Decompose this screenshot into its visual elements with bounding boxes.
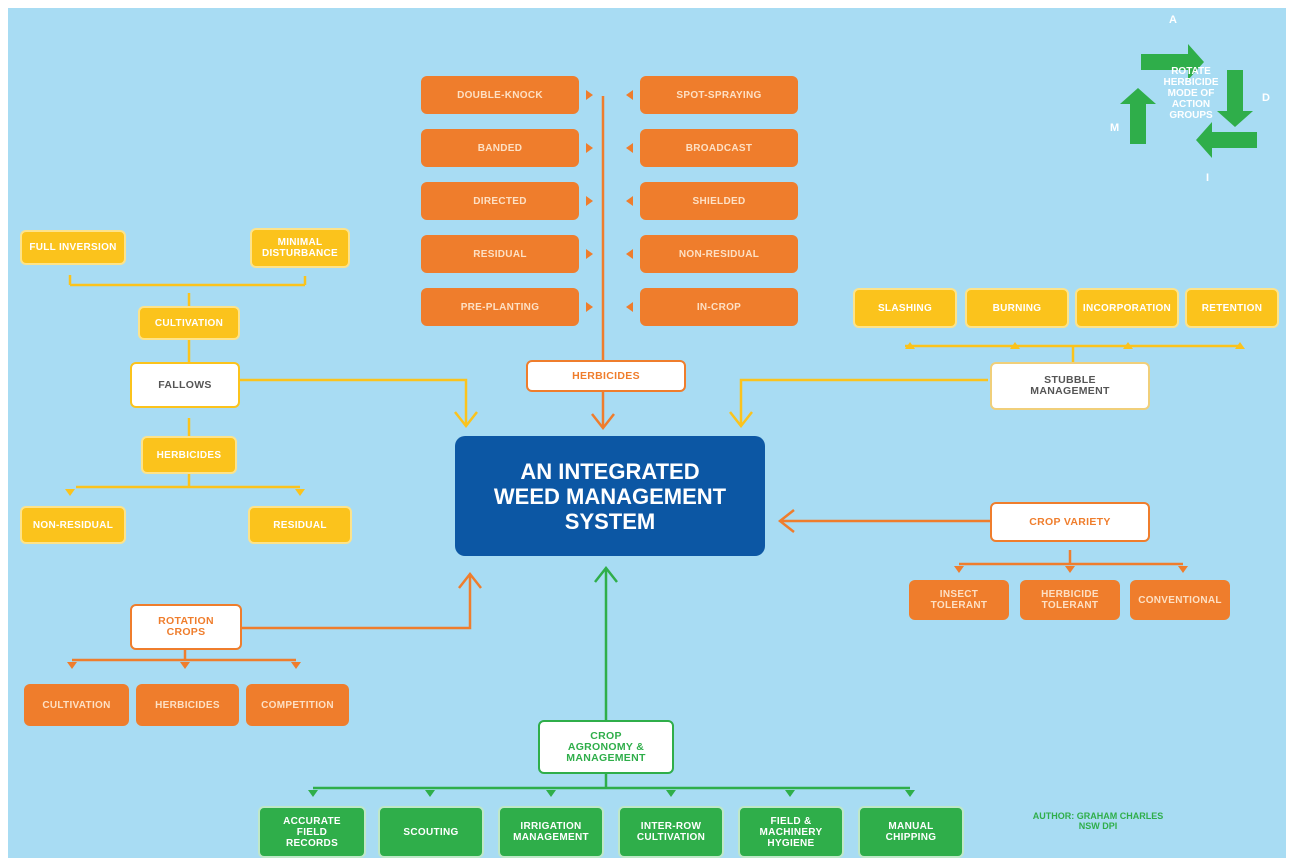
rotate-herbicide-text: ROTATE HERBICIDE MODE OF ACTION GROUPS xyxy=(1163,66,1219,121)
agronomy-option: IRRIGATION MANAGEMENT xyxy=(498,806,604,858)
rotation-option: COMPETITION xyxy=(246,684,349,726)
herbicide-type: NON-RESIDUAL xyxy=(20,506,126,544)
cycle-letter-i: I xyxy=(1206,172,1210,184)
cycle-letter-d: D xyxy=(1262,92,1270,104)
stubble-option: BURNING xyxy=(965,288,1069,328)
pointer-right-icon xyxy=(586,302,593,312)
pointer-left-icon xyxy=(626,143,633,153)
rotation-option: CULTIVATION xyxy=(24,684,129,726)
herbicide-option: RESIDUAL xyxy=(421,235,579,273)
herbicide-option: SHIELDED xyxy=(640,182,798,220)
stubble-option: SLASHING xyxy=(853,288,957,328)
pointer-right-icon xyxy=(586,196,593,206)
rotation-crops-label: ROTATION CROPS xyxy=(130,604,242,650)
herbicide-option: NON-RESIDUAL xyxy=(640,235,798,273)
pointer-left-icon xyxy=(626,249,633,259)
crop-agronomy-label: CROP AGRONOMY & MANAGEMENT xyxy=(538,720,674,774)
agronomy-option: INTER-ROW CULTIVATION xyxy=(618,806,724,858)
connector-lines xyxy=(65,44,1257,797)
rotate-cycle-arrows xyxy=(1120,44,1257,158)
central-system-box: AN INTEGRATED WEED MANAGEMENT SYSTEM xyxy=(455,436,765,556)
diagram-canvas: AN INTEGRATED WEED MANAGEMENT SYSTEM DOU… xyxy=(8,8,1286,858)
herbicide-option: BROADCAST xyxy=(640,129,798,167)
agronomy-option: FIELD & MACHINERY HYGIENE xyxy=(738,806,844,858)
pointer-left-icon xyxy=(626,196,633,206)
herbicide-option: IN-CROP xyxy=(640,288,798,326)
herbicide-option: PRE-PLANTING xyxy=(421,288,579,326)
fallows-label: FALLOWS xyxy=(130,362,240,408)
fallows-herbicides: HERBICIDES xyxy=(141,436,237,474)
herbicides-label: HERBICIDES xyxy=(526,360,686,392)
pointer-right-icon xyxy=(586,90,593,100)
fallows-cultivation: CULTIVATION xyxy=(138,306,240,340)
herbicide-option: DIRECTED xyxy=(421,182,579,220)
herbicide-option: BANDED xyxy=(421,129,579,167)
agronomy-option: MANUAL CHIPPING xyxy=(858,806,964,858)
agronomy-option: SCOUTING xyxy=(378,806,484,858)
pointer-left-icon xyxy=(626,302,633,312)
pointer-left-icon xyxy=(626,90,633,100)
rotation-option: HERBICIDES xyxy=(136,684,239,726)
stubble-option: INCORPORATION xyxy=(1075,288,1179,328)
herbicide-option: SPOT-SPRAYING xyxy=(640,76,798,114)
crop-variety-option: HERBICIDE TOLERANT xyxy=(1020,580,1120,620)
pointer-right-icon xyxy=(586,249,593,259)
crop-variety-option: CONVENTIONAL xyxy=(1130,580,1230,620)
pointer-right-icon xyxy=(586,143,593,153)
cycle-letter-a: A xyxy=(1169,14,1177,26)
author-credit: AUTHOR: GRAHAM CHARLES NSW DPI xyxy=(1032,811,1164,831)
cycle-letter-m: M xyxy=(1110,122,1120,134)
stubble-management-label: STUBBLE MANAGEMENT xyxy=(990,362,1150,410)
crop-variety-option: INSECT TOLERANT xyxy=(909,580,1009,620)
cultivation-type: FULL INVERSION xyxy=(20,230,126,265)
stubble-option: RETENTION xyxy=(1185,288,1279,328)
herbicide-option: DOUBLE-KNOCK xyxy=(421,76,579,114)
herbicide-type: RESIDUAL xyxy=(248,506,352,544)
cultivation-type: MINIMAL DISTURBANCE xyxy=(250,228,350,268)
crop-variety-label: CROP VARIETY xyxy=(990,502,1150,542)
agronomy-option: ACCURATE FIELD RECORDS xyxy=(258,806,366,858)
